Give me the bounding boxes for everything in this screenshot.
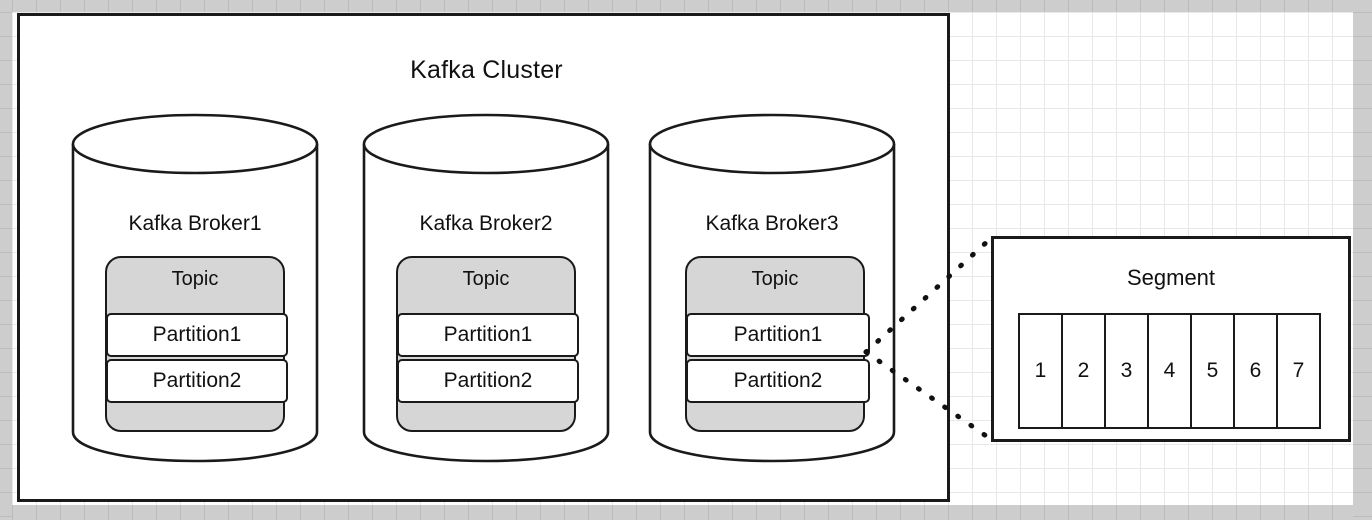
segment-cell[interactable]: 2 <box>1061 313 1106 429</box>
broker-2[interactable]: Kafka Broker2 Topic Partition1 Partition… <box>362 113 610 463</box>
broker-3-topic-box[interactable]: Topic Partition1 Partition2 <box>685 256 870 432</box>
broker-3-partition-1[interactable]: Partition1 <box>686 313 870 357</box>
segment-cell[interactable]: 1 <box>1018 313 1063 429</box>
segment-container[interactable]: Segment 1 2 3 4 5 6 7 <box>991 236 1351 442</box>
broker-3-partition-2[interactable]: Partition2 <box>686 359 870 403</box>
ruler-right <box>1353 0 1372 520</box>
broker-3-label: Kafka Broker3 <box>705 212 839 235</box>
broker-1-partition-2[interactable]: Partition2 <box>106 359 288 403</box>
broker-1[interactable]: Kafka Broker1 Topic Partition1 Partition… <box>71 113 319 463</box>
segment-title: Segment <box>1126 265 1216 290</box>
segment-cell[interactable]: 6 <box>1233 313 1278 429</box>
broker-2-topic-box[interactable]: Topic Partition1 Partition2 <box>396 256 579 432</box>
segment-cell[interactable]: 5 <box>1190 313 1235 429</box>
broker-2-topic-label: Topic <box>462 268 510 290</box>
cluster-title: Kafka Cluster <box>410 56 563 84</box>
broker-3[interactable]: Kafka Broker3 Topic Partition1 Partition… <box>648 113 896 463</box>
segment-cell[interactable]: 7 <box>1276 313 1321 429</box>
ruler-bottom <box>0 505 1372 520</box>
broker-2-partition-1[interactable]: Partition1 <box>397 313 579 357</box>
broker-1-label: Kafka Broker1 <box>128 212 262 235</box>
segment-cell-list: 1 2 3 4 5 6 7 <box>1018 313 1321 429</box>
segment-cell[interactable]: 4 <box>1147 313 1192 429</box>
broker-2-partition-2[interactable]: Partition2 <box>397 359 579 403</box>
broker-1-partition-1[interactable]: Partition1 <box>106 313 288 357</box>
broker-3-topic-label: Topic <box>751 268 799 290</box>
broker-2-label: Kafka Broker2 <box>419 212 553 235</box>
broker-1-topic-label: Topic <box>171 268 219 290</box>
broker-1-topic-box[interactable]: Topic Partition1 Partition2 <box>105 256 288 432</box>
segment-cell[interactable]: 3 <box>1104 313 1149 429</box>
ruler-left <box>0 0 12 520</box>
ruler-top <box>0 0 1372 12</box>
